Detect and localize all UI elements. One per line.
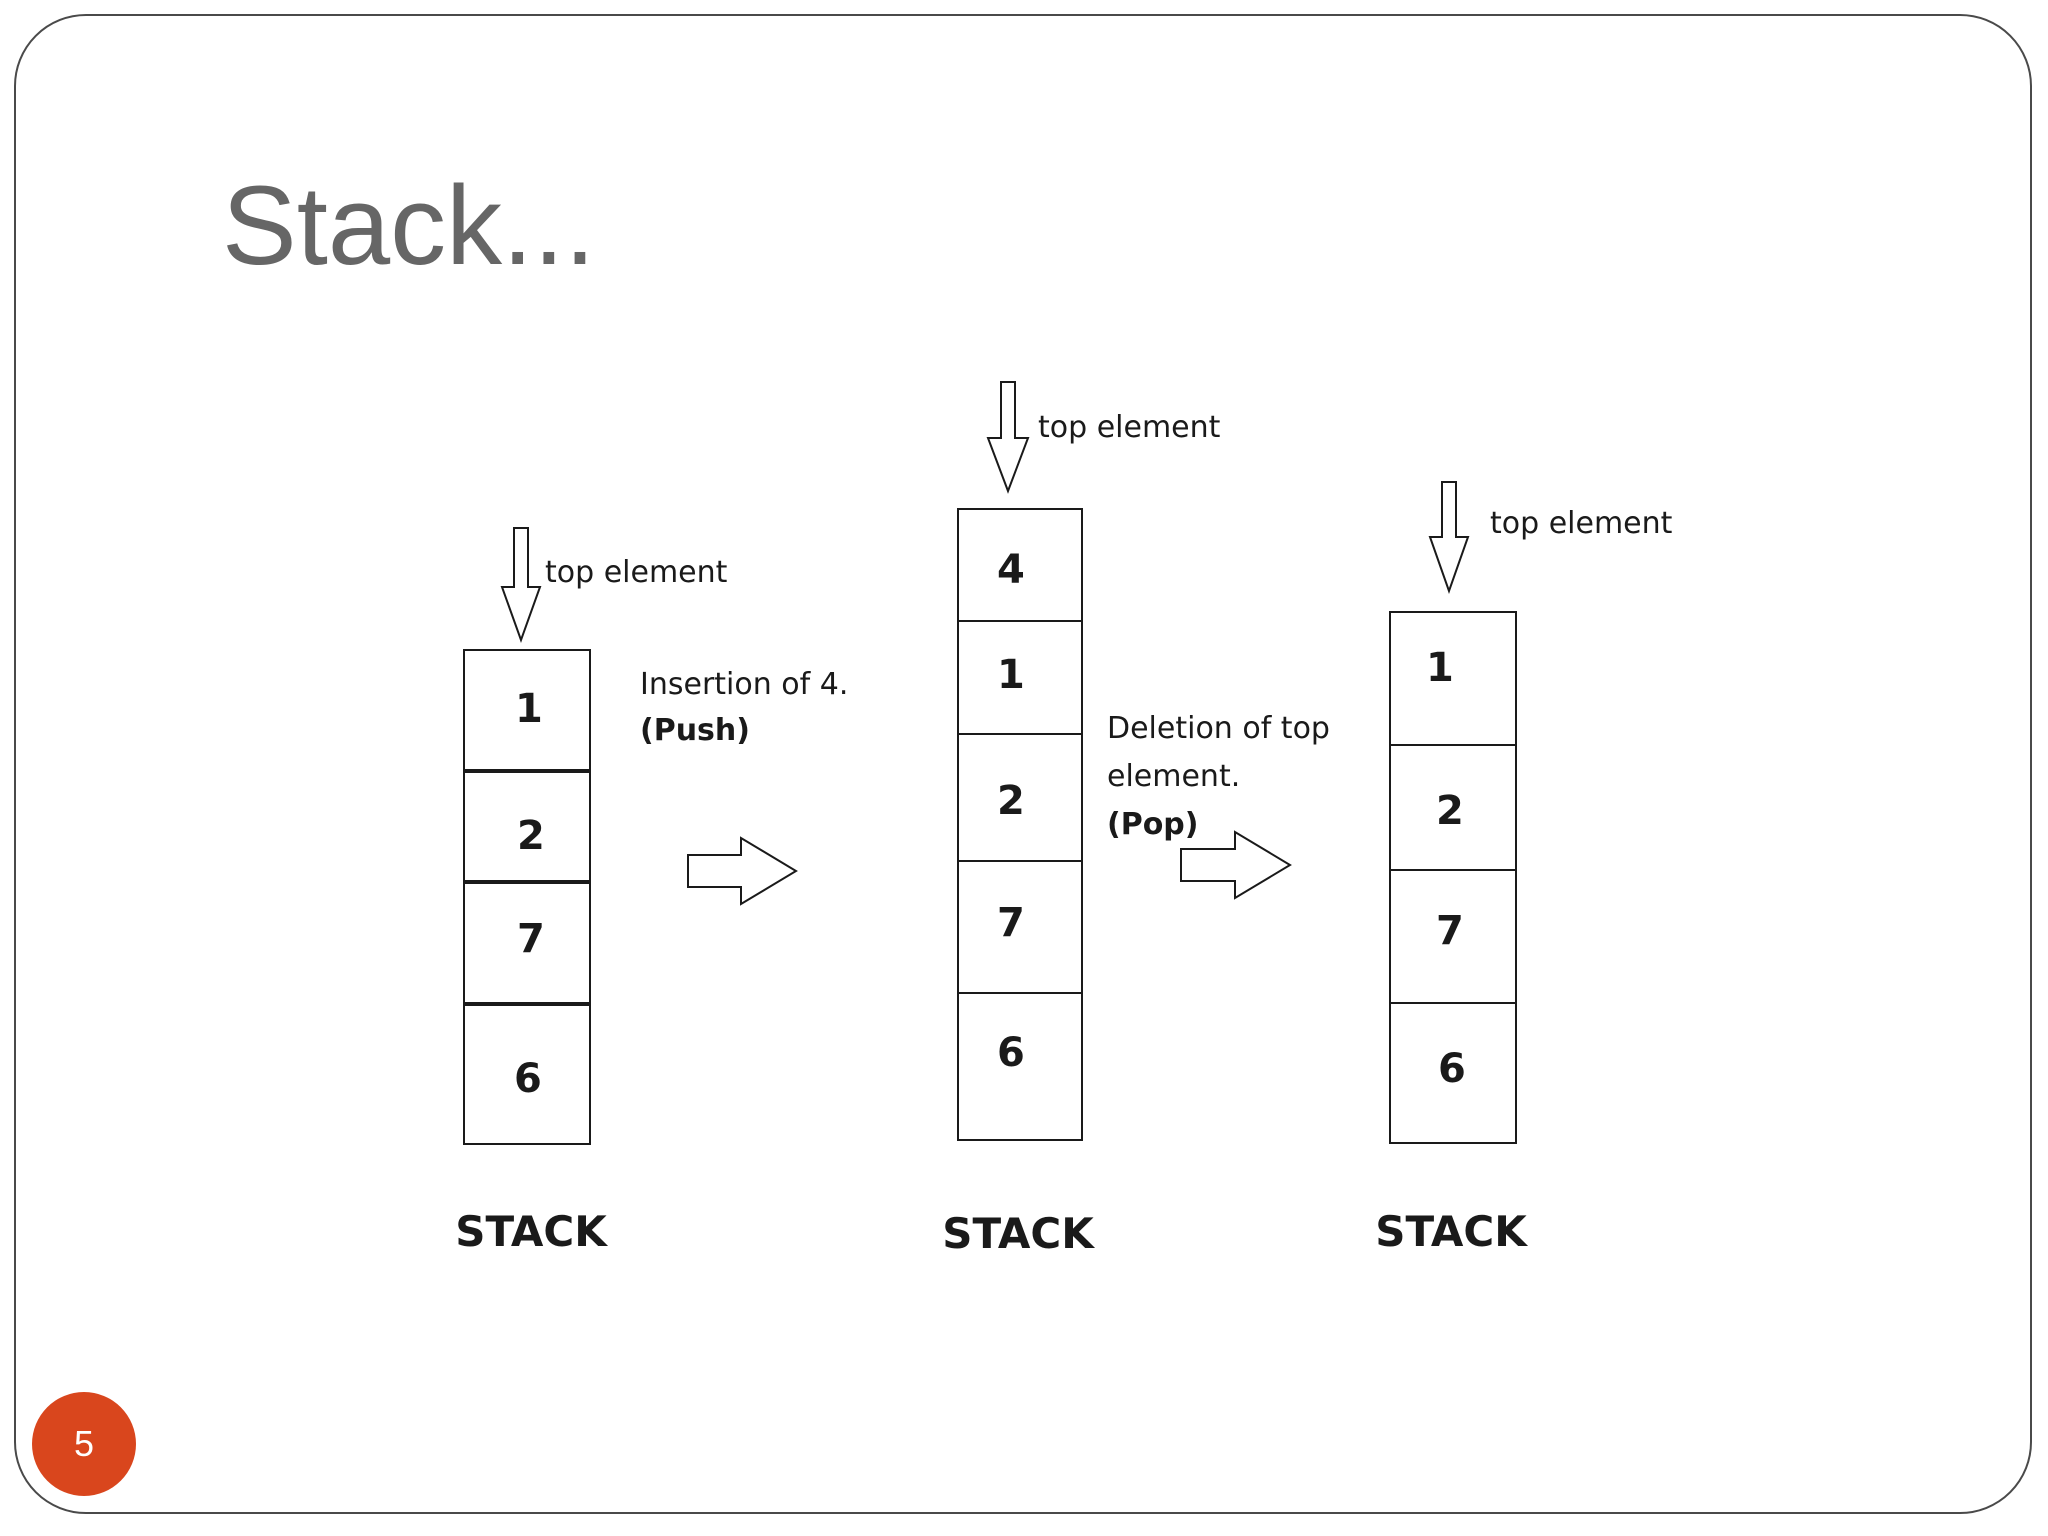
- pop-label: element.: [1107, 759, 1240, 794]
- stack-caption: STACK: [1375, 1207, 1528, 1256]
- stack-cell-value: 6: [1438, 1046, 1466, 1092]
- top-pointer-arrow-icon: [500, 527, 542, 643]
- stack-cell-value: 7: [997, 900, 1025, 946]
- stack-cell-value: 1: [997, 652, 1025, 698]
- stack-cell-value: 1: [1426, 645, 1454, 691]
- stack-after-push: top element 4 1 2 7 6 STACK: [942, 381, 1221, 1258]
- stack-cell-value: 6: [997, 1030, 1025, 1076]
- top-element-label: top element: [1038, 410, 1221, 445]
- stack-outline: [957, 508, 1083, 1141]
- top-element-label: top element: [1490, 506, 1673, 541]
- push-transition-arrow-icon: [687, 836, 798, 906]
- stack-cell-value: 6: [514, 1056, 542, 1102]
- stack-caption: STACK: [942, 1209, 1095, 1258]
- stack-cell-value: 2: [517, 813, 545, 859]
- stack-cell-value: 7: [1436, 908, 1464, 954]
- top-pointer-arrow-icon: [986, 381, 1030, 494]
- push-step: Insertion of 4. (Push): [640, 667, 848, 906]
- stack-outline: [1389, 611, 1517, 1144]
- stack-cell-value: 7: [517, 916, 545, 962]
- stack-outline: [463, 649, 591, 1145]
- pop-operation-label: (Pop): [1107, 807, 1199, 842]
- stack-caption: STACK: [455, 1207, 608, 1256]
- stack-cell-value: 1: [515, 686, 543, 732]
- stack-after-pop: top element 1 2 7 6 STACK: [1375, 481, 1673, 1256]
- top-element-label: top element: [545, 555, 728, 590]
- stack-cell-value: 2: [1436, 788, 1464, 834]
- stack-cell-value: 4: [997, 547, 1025, 593]
- push-operation-label: (Push): [640, 713, 750, 748]
- pop-label: Deletion of top: [1107, 711, 1330, 746]
- pop-transition-arrow-icon: [1180, 830, 1292, 900]
- pop-step: Deletion of top element. (Pop): [1107, 711, 1330, 900]
- top-pointer-arrow-icon: [1428, 481, 1470, 595]
- push-label: Insertion of 4.: [640, 667, 848, 702]
- stack-cell-value: 2: [997, 778, 1025, 824]
- stack-before: top element 1 2 7 6 STACK: [455, 527, 728, 1256]
- slide-title: Stack...: [222, 163, 596, 288]
- slide-frame: [14, 14, 2032, 1514]
- page-number-badge: 5: [32, 1392, 136, 1496]
